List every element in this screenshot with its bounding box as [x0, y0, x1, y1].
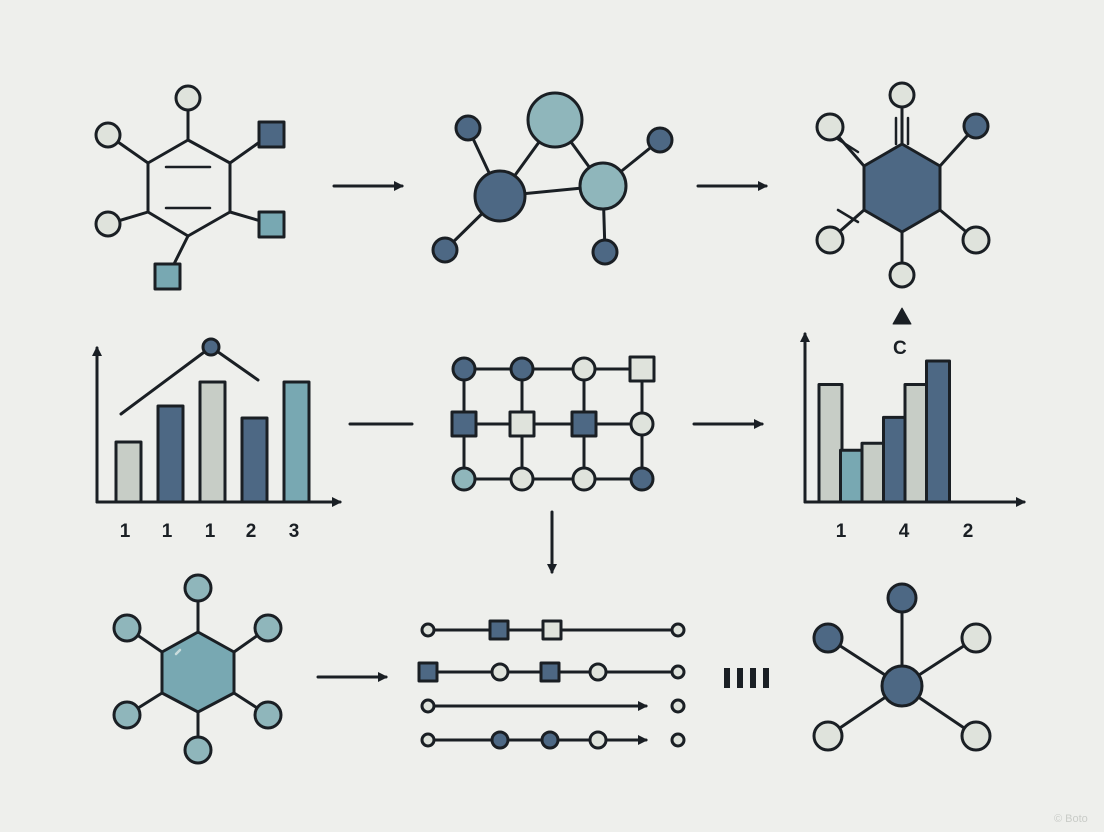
right-chart-bar-5 — [903, 383, 930, 504]
left-chart-trend-point — [201, 337, 221, 357]
dash-separator — [724, 668, 769, 688]
left-chart-tick-label-4: 2 — [246, 521, 257, 542]
benzene-ring-icon — [94, 84, 286, 291]
left-chart-tick-label-2: 1 — [162, 521, 173, 542]
right-bar-chart: 1 4 2 — [800, 332, 1026, 542]
left-chart-bar-2 — [156, 404, 185, 504]
left-bar-chart: 1 1 1 2 3 — [92, 337, 342, 542]
right-chart-tick-label-2: 4 — [899, 521, 910, 542]
left-chart-bar-4 — [240, 416, 269, 504]
watermark: © Boto — [1054, 813, 1088, 825]
right-chart-tick-label-1: 1 — [836, 521, 847, 542]
left-chart-trend-line — [119, 345, 260, 416]
left-chart-tick-label-5: 3 — [289, 521, 300, 542]
hexagon-molecule-icon — [815, 81, 991, 289]
right-chart-tick-label-3: 2 — [963, 521, 974, 542]
left-chart-bar-1 — [114, 440, 143, 504]
left-chart-bar-3 — [198, 380, 227, 504]
right-chart-bar-4 — [882, 415, 908, 504]
ball-and-stick-molecule-icon — [431, 91, 674, 266]
hexagon-network-icon — [112, 573, 283, 765]
sequence-lines-icon — [417, 619, 686, 750]
up-arrow-icon — [892, 307, 912, 325]
right-chart-bar-3 — [860, 441, 887, 504]
node-grid-icon — [450, 355, 656, 492]
c-label: C — [893, 338, 907, 359]
left-chart-bar-5 — [282, 380, 311, 504]
star-molecule-icon — [812, 582, 992, 752]
right-chart-bar-6 — [925, 359, 951, 504]
right-chart-bar-2 — [839, 448, 865, 504]
left-chart-tick-label-1: 1 — [120, 521, 131, 542]
right-chart-bar-1 — [817, 383, 844, 504]
left-chart-tick-label-3: 1 — [205, 521, 216, 542]
